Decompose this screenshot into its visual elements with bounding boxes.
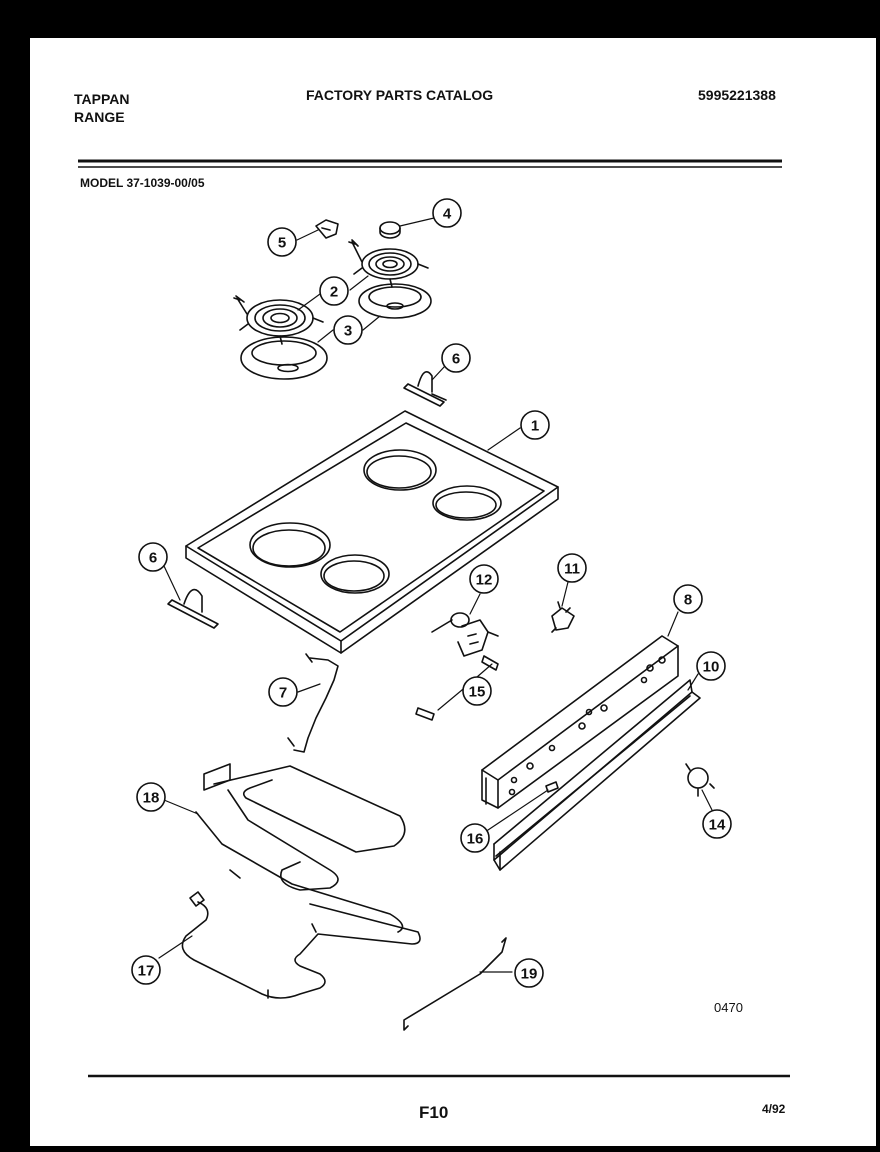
part-3-drip-bowl-large (240, 336, 328, 380)
callout-17: 17 (138, 963, 155, 980)
model-number: MODEL 37-1039-00/05 (80, 176, 205, 190)
callout-1: 1 (531, 418, 539, 435)
part-5-receptacle (315, 219, 339, 239)
callout-circles (131, 198, 732, 988)
part-3-drip-bowl-small (358, 283, 432, 319)
part-19-rod (403, 937, 507, 1031)
callout-8: 8 (684, 592, 692, 609)
callout-5: 5 (278, 235, 286, 252)
callout-12: 12 (476, 572, 493, 589)
callout-15: 15 (469, 684, 486, 701)
brand-line-1: TAPPAN (74, 91, 130, 107)
callout-10: 10 (703, 659, 720, 676)
callout-16: 16 (467, 831, 484, 848)
callout-19: 19 (521, 966, 538, 983)
leader-lines (158, 217, 713, 973)
part-2-surface-element-large (233, 295, 324, 345)
part-4-knob-cap (379, 221, 401, 239)
part-12-infinite-switch (431, 612, 499, 657)
revision-date: 4/92 (762, 1102, 786, 1116)
part-10-trim (493, 679, 701, 871)
callout-7: 7 (279, 685, 287, 702)
callout-14: 14 (709, 817, 726, 834)
part-1-cooktop (185, 410, 559, 654)
callout-18: 18 (143, 790, 160, 807)
callout-11: 11 (564, 561, 580, 578)
part-6-hinge-lower (167, 588, 219, 629)
callout-3: 3 (344, 323, 352, 340)
part-17-bake-element (181, 891, 421, 999)
page-number: F10 (419, 1103, 449, 1122)
part-18-broil-element (195, 763, 406, 933)
callout-2: 2 (330, 284, 338, 301)
part-15-terminal-block (415, 655, 499, 721)
catalog-number: 5995221388 (698, 87, 776, 103)
part-6-hinge-upper (403, 370, 447, 407)
callout-6-upper: 6 (452, 351, 460, 368)
part-14-thermostat (685, 763, 715, 797)
part-11-switch (551, 601, 575, 633)
part-8-backguard (481, 635, 679, 809)
part-7-wire (287, 653, 339, 753)
callout-4: 4 (443, 206, 452, 223)
callout-6-lower: 6 (149, 550, 157, 567)
catalog-title: FACTORY PARTS CATALOG (306, 87, 494, 103)
diagram-code: 0470 (714, 1000, 743, 1015)
header-rule (78, 159, 782, 168)
brand-line-2: RANGE (74, 109, 125, 125)
part-2-surface-element-small (348, 239, 429, 288)
